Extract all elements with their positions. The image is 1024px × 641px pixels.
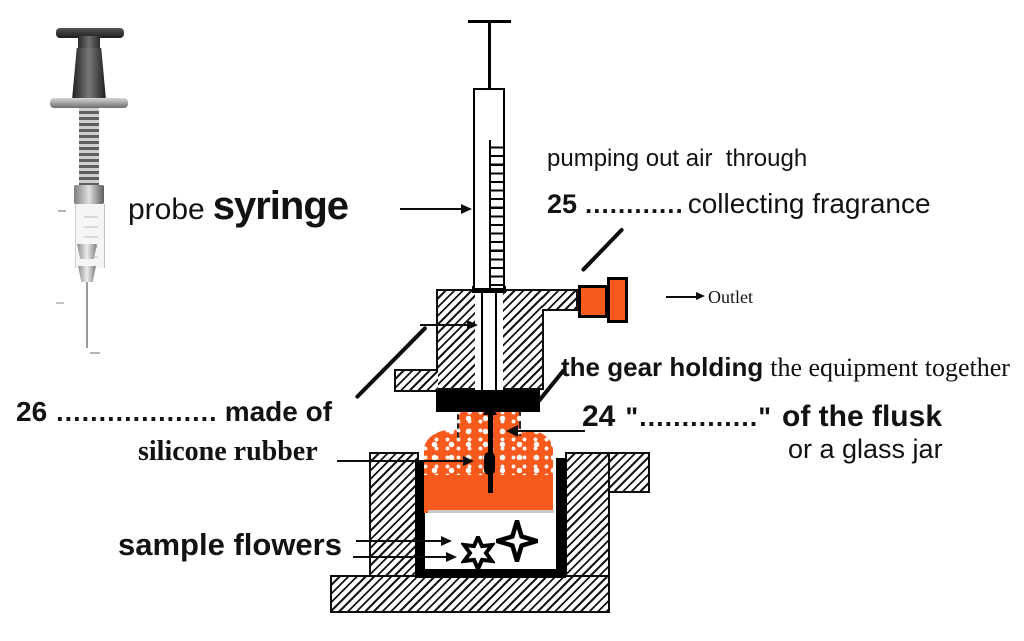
q26-text: made of [224, 396, 333, 427]
outlet-fitting-outer [607, 277, 628, 323]
sample-flowers-arrow-top [356, 540, 442, 542]
syringe-photo-hub-lower [78, 266, 96, 282]
probe-word: probe [128, 193, 205, 226]
sample-flowers-arrowhead-bottom [446, 552, 457, 562]
q26-dots: ................... [56, 397, 218, 427]
syringe-photo-thumb-rest [56, 28, 124, 38]
silicone-rubber-arrow [337, 460, 464, 462]
base-right-step [608, 452, 650, 493]
syringe-photo-hub-upper [77, 244, 97, 259]
base-right-wall [565, 452, 610, 577]
outlet-label: Outlet [708, 287, 753, 307]
q25-number: 25 [547, 189, 578, 219]
syringe-photo-artifact-tick [58, 210, 66, 212]
pumping-label: pumping out air through [547, 145, 808, 172]
probe-syringe-arrowhead [461, 204, 472, 214]
jar-wall-right [556, 458, 566, 578]
outlet-arrowhead [696, 292, 705, 300]
q26-arrow [420, 324, 468, 326]
q26-arrowhead [467, 320, 478, 330]
gear-block-arm [542, 289, 578, 311]
q24-label: 24 ".............." of the flusk [582, 400, 942, 434]
outlet-fitting-inner [578, 285, 608, 318]
probe-syringe-label: probe syringe [128, 184, 349, 229]
sample-flowers-arrow-bottom [353, 556, 447, 558]
seal-band [436, 390, 540, 412]
q25-dots: ............ [585, 189, 684, 219]
q24-arrow [517, 430, 585, 432]
q25-pointer-line [580, 227, 625, 273]
syringe-photo-needle [86, 282, 88, 348]
flower-star6-icon [461, 536, 495, 570]
sample-flowers-arrowhead-top [441, 536, 452, 546]
q24-text: of the flusk [782, 400, 943, 433]
silicone-rubber-arrowhead [463, 456, 474, 466]
q24-number: 24 [582, 400, 616, 433]
syringe-photo-flange [50, 98, 128, 108]
q25-label: 25 ............ collecting fragrance [547, 188, 931, 220]
probe-syringe-arrow [400, 208, 462, 210]
jar-bottom [415, 569, 566, 578]
syringe-photo-plunger-neck [78, 36, 100, 50]
q26-label: 26 ................... made of [16, 396, 332, 428]
gear-label: the gear holding the equipment together [561, 352, 1010, 383]
outlet-arrow [666, 296, 697, 298]
q24-arrowhead [506, 425, 518, 437]
syringe-guide-tube [481, 291, 497, 390]
jar-wall-left [415, 462, 425, 578]
spme-fiber-arrowhead [483, 402, 497, 415]
syringe-scale [489, 140, 503, 288]
q24-quote-dots: ".............." [625, 402, 772, 432]
syringe-photo-plunger-head [72, 48, 106, 100]
gear-label-serif: the equipment together [770, 353, 1010, 382]
syringe-word: syringe [212, 184, 349, 228]
syringe-photo-rod-cap [74, 185, 104, 204]
base-bottom-slab [330, 575, 610, 613]
base-left-wall [369, 452, 419, 577]
syringe-photo-artifact-tick [90, 352, 100, 354]
gear-block-foot [394, 369, 438, 392]
syringe-photo-ribbed-rod [79, 108, 99, 186]
gear-label-sans: the gear holding [561, 352, 764, 382]
q26-number: 26 [16, 396, 48, 427]
q25-text: collecting fragrance [687, 188, 931, 219]
silicone-rubber-label: silicone rubber [138, 436, 318, 467]
sample-flowers-label: sample flowers [118, 527, 342, 562]
syringe-photo-artifact-tick [56, 302, 64, 304]
glass-jar-label: or a glass jar [788, 434, 943, 464]
liquid-surface-line [428, 510, 554, 513]
syringe-photo [46, 22, 146, 357]
syringe-plunger-rod [488, 21, 491, 89]
spme-fiber-bulge [484, 452, 495, 475]
flower-star4-icon [496, 520, 538, 562]
